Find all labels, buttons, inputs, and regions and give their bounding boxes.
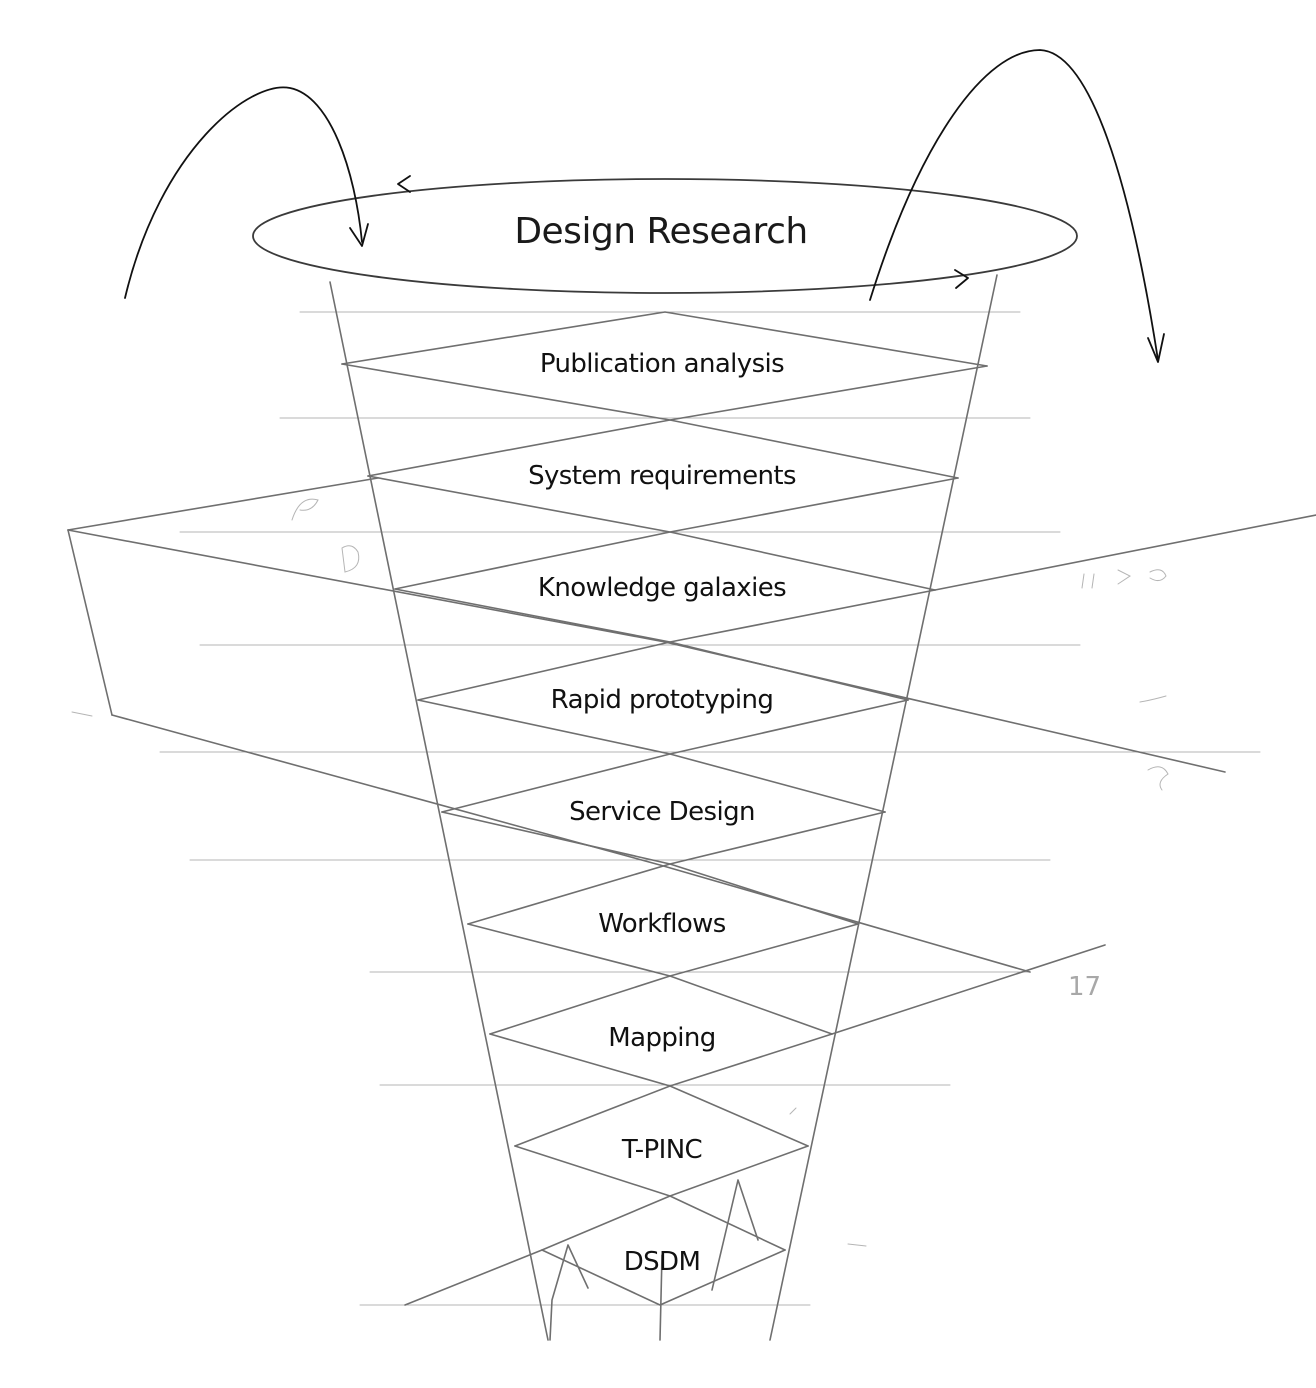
layer-label-workflows: Workflows — [598, 909, 726, 939]
right-loop-arrow-icon — [869, 49, 1159, 361]
cycle-arrow-top-icon — [397, 175, 411, 193]
design-research-cycle — [252, 175, 1078, 294]
design-research-ellipse — [252, 178, 1078, 294]
layer-label-knowledge-galaxies: Knowledge galaxies — [538, 573, 786, 603]
layer-label-t-pinc: T-PINC — [621, 1135, 702, 1165]
layer-label-system-requirements: System requirements — [528, 461, 796, 491]
layer-label-rapid-prototyping: Rapid prototyping — [551, 685, 774, 715]
outer-loop-arrows — [124, 49, 1165, 363]
diagram-title: Design Research — [514, 211, 807, 252]
layer-label-dsdm: DSDM — [624, 1247, 701, 1277]
funnel-outline — [329, 274, 998, 1341]
margin-note-number: 17 — [1068, 972, 1101, 1002]
cycle-arrow-bottom-icon — [954, 269, 969, 289]
paper-ruling — [159, 311, 1261, 1306]
layer-label-service-design: Service Design — [569, 797, 755, 827]
left-loop-arrow-icon — [124, 86, 363, 299]
funnel-layer-labels: Publication analysis System requirements… — [528, 349, 796, 1277]
construction-lines — [67, 477, 1316, 1341]
layer-label-publication-analysis: Publication analysis — [540, 349, 784, 379]
layer-label-mapping: Mapping — [608, 1023, 715, 1053]
pencil-scribbles — [71, 498, 1169, 1247]
